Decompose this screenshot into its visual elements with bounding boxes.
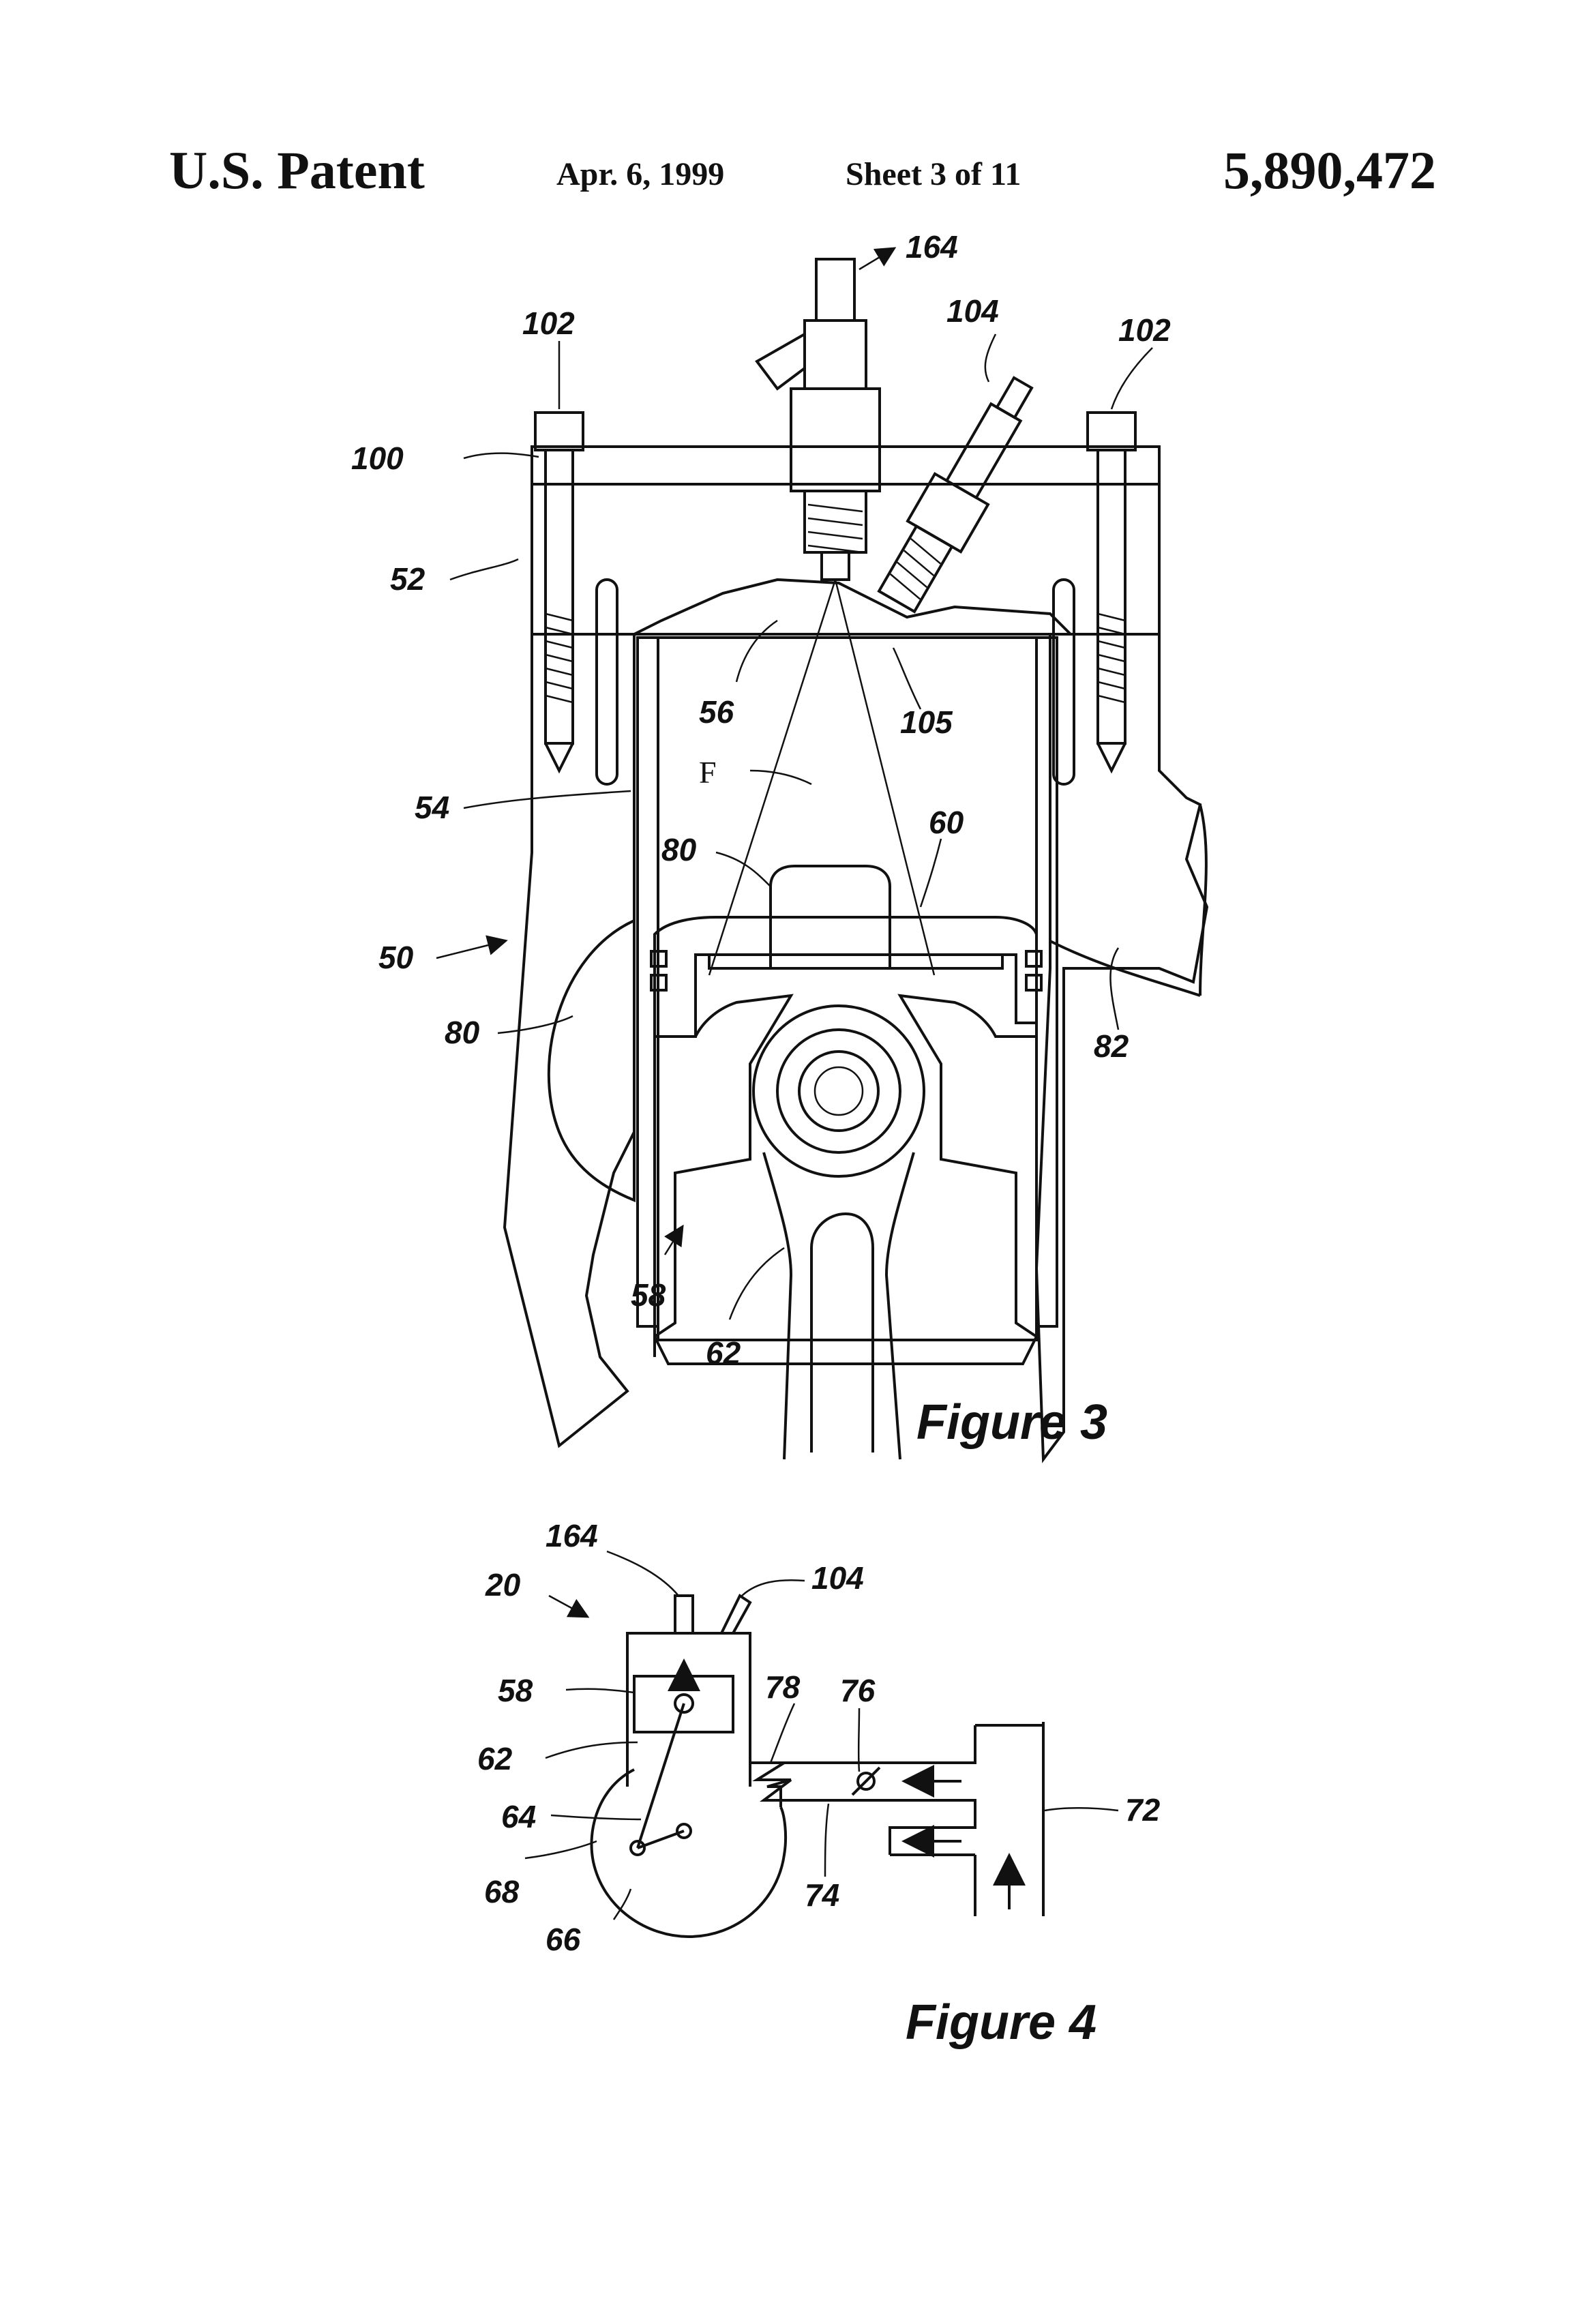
cylinder-bore [658,638,1036,1340]
fig3-label-50: 50 [378,940,414,975]
figure-4-caption: Figure 4 [906,1995,1096,2050]
fig4-label-62: 62 [477,1741,513,1776]
figure-3-drawing: 164 104 102 102 100 52 56 105 F 54 80 60… [351,229,1207,1459]
fig4-label-74: 74 [805,1877,839,1913]
fig4-label-164: 164 [546,1518,598,1553]
connecting-rod [764,1152,914,1459]
fig3-label-80-top: 80 [661,832,697,867]
figure-3-caption: Figure 3 [916,1395,1107,1450]
fig3-label-102-left: 102 [522,306,575,341]
fig3-label-52: 52 [390,561,426,597]
fig3-label-82: 82 [1094,1028,1129,1064]
fig4-label-104: 104 [811,1560,864,1596]
fig3-label-56: 56 [699,694,734,730]
fig4-label-76: 76 [840,1673,876,1708]
spark-plug [870,368,1049,616]
fig4-label-66: 66 [546,1922,581,1957]
fig3-label-80-side: 80 [445,1015,480,1050]
fig3-label-104: 104 [946,293,999,329]
piston [655,917,1036,1037]
bolt-right [1088,413,1135,771]
figure-4-drawing: 164 20 104 58 78 76 62 72 64 68 74 66 Fi… [477,1518,1161,2050]
fig3-label-54: 54 [415,790,449,825]
fuel-injector [757,259,880,580]
fig3-label-105: 105 [900,704,953,740]
fig3-label-62: 62 [706,1335,741,1371]
fig4-label-72: 72 [1125,1792,1161,1828]
fig3-label-60: 60 [929,805,964,840]
fig4-label-64: 64 [501,1799,536,1834]
cylinder-head [532,447,1159,634]
fig4-label-20: 20 [485,1567,521,1603]
fig3-label-f: F [699,755,717,790]
fig3-label-100: 100 [351,441,404,476]
cylinder-block-left [505,634,634,1446]
bolt-left [535,413,583,771]
fig3-label-164: 164 [906,229,958,265]
fig4-label-58: 58 [498,1673,533,1708]
fig3-label-102-right: 102 [1118,312,1171,348]
fig4-label-78: 78 [765,1669,801,1705]
fig4-label-68: 68 [484,1874,520,1909]
fig4-crankcase [592,1770,786,1937]
fig3-label-58: 58 [631,1277,666,1313]
